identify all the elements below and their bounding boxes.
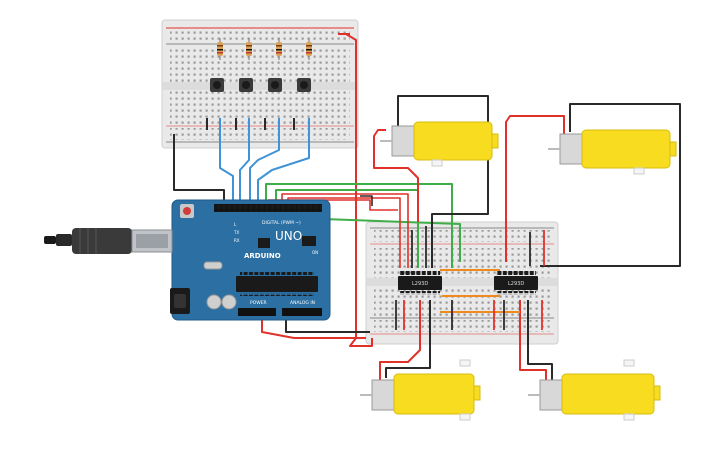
- pushbuttons: [210, 78, 311, 92]
- arduino-logo: ARDUINO: [244, 252, 281, 260]
- l293d-chip-left: [398, 271, 442, 295]
- power-header-label: POWER: [250, 300, 267, 306]
- reset-button-icon[interactable]: [180, 204, 194, 218]
- l293d-chip-right: [494, 271, 538, 295]
- arduino-model: UNO: [275, 229, 302, 243]
- dc-motor-top-right: [548, 129, 677, 175]
- pushbutton: [268, 78, 282, 92]
- analog-header-label: ANALOG IN: [290, 300, 315, 306]
- digital-header-label: DIGITAL (PWM ~): [262, 220, 301, 226]
- usb-cable-icon: [44, 228, 173, 254]
- dc-motor-bottom-right: [528, 359, 661, 421]
- dc-motor-bottom-left: [360, 359, 481, 421]
- wires: [173, 33, 681, 382]
- on-led-label: ON: [312, 250, 318, 255]
- top-breadboard: [161, 19, 359, 149]
- resistor: [246, 38, 252, 60]
- arduino-uno-board: [171, 199, 331, 321]
- l293d-chip-left-label: L293D: [412, 281, 428, 287]
- pushbutton: [210, 78, 224, 92]
- l293d-chip-right-label: L293D: [508, 281, 524, 287]
- pushbutton: [239, 78, 253, 92]
- tx-led-label: TX: [233, 230, 239, 235]
- pushbutton: [297, 78, 311, 92]
- resistor: [276, 38, 282, 60]
- resistors: [217, 38, 312, 60]
- resistor: [217, 38, 223, 60]
- resistor: [306, 38, 312, 60]
- top-board-jumpers: [206, 33, 350, 130]
- dc-motor-top-left: [380, 121, 499, 167]
- rx-led-label: RX: [234, 238, 240, 243]
- l-led-label: L: [234, 222, 237, 227]
- power-jack-icon: [170, 288, 190, 314]
